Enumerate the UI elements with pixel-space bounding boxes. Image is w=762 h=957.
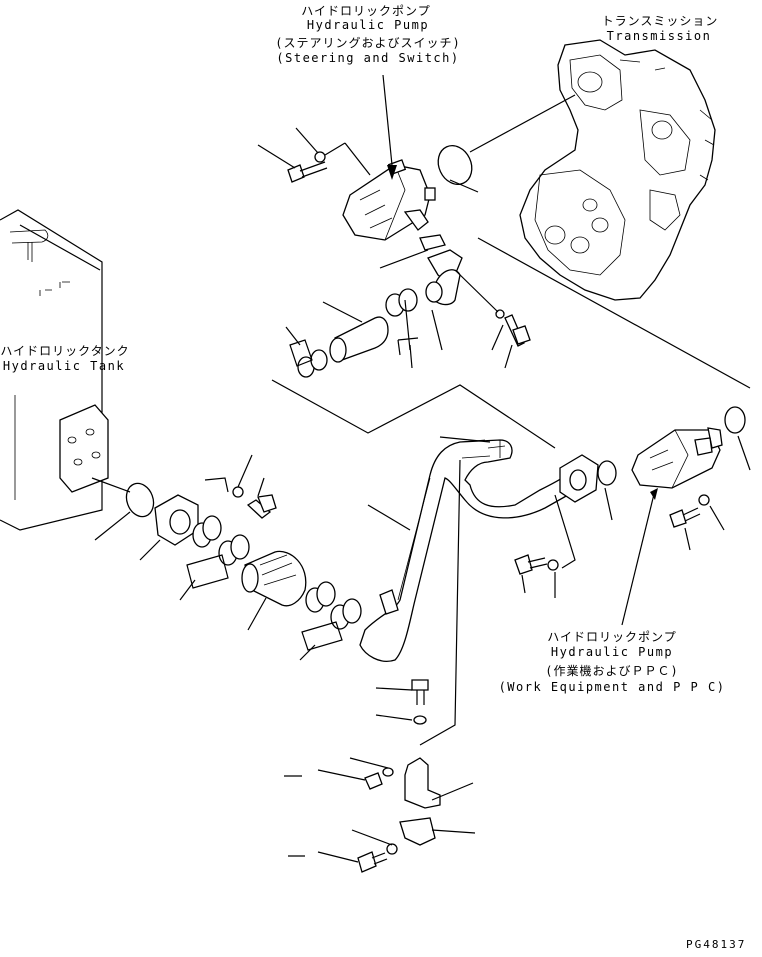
steering-pump-sub-jp: (ステアリングおよびスイッチ) — [275, 36, 461, 50]
drawing-reference-number: PG48137 — [686, 938, 747, 951]
work-pump-gasket-2 — [724, 406, 751, 471]
bracket-plate — [399, 817, 476, 846]
bracket-bolt-bottom — [288, 829, 398, 873]
work-equipment-pump — [631, 427, 723, 489]
steering-pump-sub-en: (Steering and Switch) — [276, 51, 460, 65]
tank-flange — [139, 494, 199, 561]
steering-pump-label-jp: ハイドロリックポンプ — [301, 4, 431, 18]
upper-hose — [322, 301, 389, 363]
hydraulic-tank-label-jp: ハイドロリックタンク — [0, 344, 130, 358]
pipe-leader-3 — [419, 459, 461, 746]
steering-pump-leader — [382, 74, 393, 166]
lower-upper-clamps — [285, 326, 328, 378]
work-pump-leader — [621, 489, 656, 626]
transmission-gasket — [437, 94, 576, 193]
steering-pump-label-en: Hydraulic Pump — [306, 18, 430, 32]
hydraulic-tank-label-en: Hydraulic Tank — [2, 359, 126, 373]
work-pump-arrow — [650, 488, 658, 500]
upper-clamps — [385, 288, 443, 369]
pipe-leader-4 — [554, 494, 576, 569]
bracket-washer-top — [375, 714, 427, 725]
work-pump-bolt — [669, 494, 725, 551]
tank-gasket — [91, 477, 155, 541]
suction-pipe — [359, 439, 569, 662]
work-pump-gasket — [597, 460, 617, 521]
transmission-housing — [519, 39, 716, 301]
pump-gasket — [379, 234, 446, 269]
bracket-nut — [284, 757, 394, 790]
pipe-leader-1 — [439, 436, 491, 443]
lower-pipe-clamps — [299, 581, 362, 661]
elbow-bolt — [454, 269, 531, 369]
lower-tank-clamps — [179, 515, 250, 601]
transmission-label-en: Transmission — [606, 29, 712, 43]
steering-pump-arrow — [387, 165, 397, 180]
bracket-bolt-top — [375, 679, 429, 705]
tank-bolt — [204, 454, 277, 519]
steering-pump — [342, 159, 436, 241]
steering-pump-bolt — [257, 127, 371, 183]
lower-hose — [241, 550, 307, 631]
work-pump-label-en: Hydraulic Pump — [550, 645, 674, 659]
pipe-flange-bolt — [514, 554, 559, 598]
group-boundary — [271, 237, 751, 449]
pipe-leader-2 — [367, 504, 411, 531]
pipe-flange — [559, 454, 599, 503]
upper-elbow — [425, 249, 463, 306]
hydraulic-tank — [0, 209, 109, 531]
work-pump-label-jp: ハイドロリックポンプ — [547, 630, 677, 644]
bracket — [404, 757, 474, 809]
transmission-label-jp: トランスミッション — [601, 14, 719, 28]
work-pump-sub-jp: (作業機およびＰＰＣ) — [545, 664, 679, 678]
work-pump-sub-en: (Work Equipment and P P C) — [498, 680, 726, 694]
